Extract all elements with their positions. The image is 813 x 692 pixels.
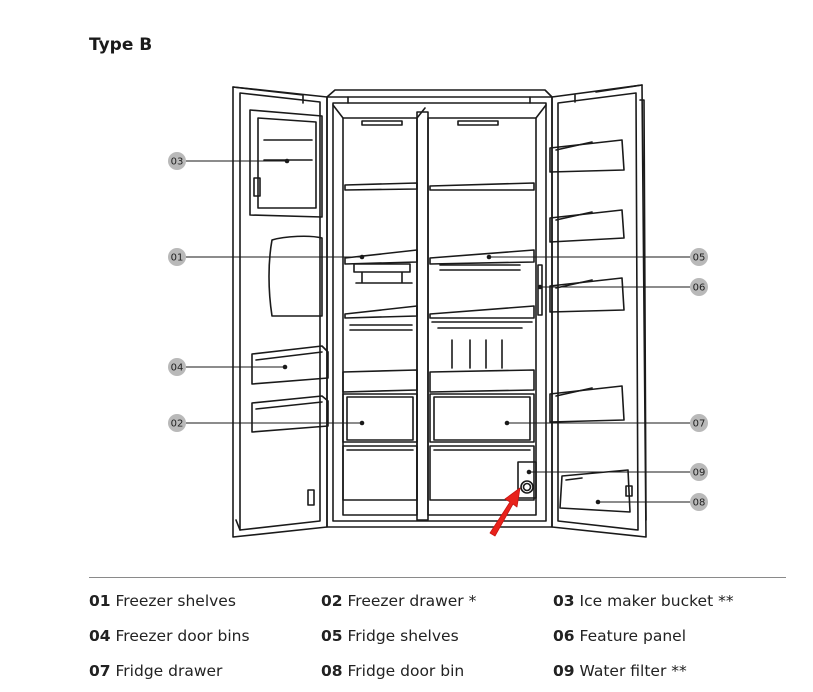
callout-06: 06	[690, 278, 708, 296]
legend-label: Water filter **	[579, 662, 687, 680]
svg-text:06: 06	[693, 283, 706, 294]
fridge-door-bin-08	[559, 469, 631, 513]
legend-number: 06	[553, 627, 575, 645]
water-filter-housing	[517, 461, 537, 499]
svg-text:01: 01	[171, 253, 184, 264]
legend-label: Fridge drawer	[115, 662, 223, 680]
callout-08: 08	[690, 493, 708, 511]
legend-number: 07	[89, 662, 111, 680]
legend-label: Freezer door bins	[115, 627, 250, 645]
legend-item-01: 01 Freezer shelves	[89, 592, 236, 610]
refrigerator-drawing	[232, 84, 647, 538]
legend-divider	[89, 577, 786, 578]
legend-item-07: 07 Fridge drawer	[89, 662, 222, 680]
svg-text:02: 02	[171, 419, 184, 430]
red-arrow	[489, 487, 521, 537]
fridge-compartment	[427, 117, 537, 516]
legend-label: Fridge shelves	[347, 627, 459, 645]
legend-number: 08	[321, 662, 343, 680]
legend-number: 03	[553, 592, 575, 610]
legend-item-05: 05 Fridge shelves	[321, 627, 459, 645]
callout-01: 01	[168, 248, 186, 266]
freezer-shelf-01	[344, 249, 418, 265]
legend-item-09: 09 Water filter **	[553, 662, 687, 680]
legend-number: 01	[89, 592, 111, 610]
svg-text:07: 07	[693, 419, 706, 430]
callout-07: 07	[690, 414, 708, 432]
callout-09: 09	[690, 463, 708, 481]
legend-number: 09	[553, 662, 575, 680]
legend-number: 04	[89, 627, 111, 645]
legend-item-04: 04 Freezer door bins	[89, 627, 250, 645]
legend-label: Feature panel	[579, 627, 687, 645]
svg-text:09: 09	[693, 468, 706, 479]
legend-label: Fridge door bin	[347, 662, 465, 680]
legend-label: Freezer drawer *	[347, 592, 477, 610]
feature-panel	[537, 264, 543, 316]
callouts: 03 01 04 02 05 06 07 09	[168, 152, 708, 511]
legend-item-02: 02 Freezer drawer *	[321, 592, 476, 610]
water-filter-cap	[520, 480, 534, 494]
page-title: Type B	[89, 35, 153, 55]
svg-text:08: 08	[693, 498, 706, 509]
svg-text:04: 04	[171, 363, 184, 374]
leader-lines	[186, 160, 690, 503]
fridge-shelf-05	[429, 249, 535, 265]
legend-item-06: 06 Feature panel	[553, 627, 686, 645]
legend-item-03: 03 Ice maker bucket **	[553, 592, 734, 610]
leader-dots	[282, 158, 601, 505]
legend-item-08: 08 Fridge door bin	[321, 662, 464, 680]
legend-number: 05	[321, 627, 343, 645]
freezer-drawer-02	[342, 393, 418, 443]
svg-text:05: 05	[693, 253, 706, 264]
freezer-door	[232, 86, 328, 538]
fridge-drawer-07	[429, 393, 535, 443]
callout-03: 03	[168, 152, 186, 170]
callout-02: 02	[168, 414, 186, 432]
freezer-door-bin-04	[255, 351, 323, 361]
svg-text:03: 03	[171, 157, 184, 168]
legend-number: 02	[321, 592, 343, 610]
callout-04: 04	[168, 358, 186, 376]
ice-maker	[249, 109, 323, 218]
legend-label: Ice maker bucket **	[579, 592, 734, 610]
callout-05: 05	[690, 248, 708, 266]
legend-label: Freezer shelves	[115, 592, 236, 610]
freezer-shelf-top	[344, 182, 418, 191]
dispenser-recess	[268, 235, 323, 317]
